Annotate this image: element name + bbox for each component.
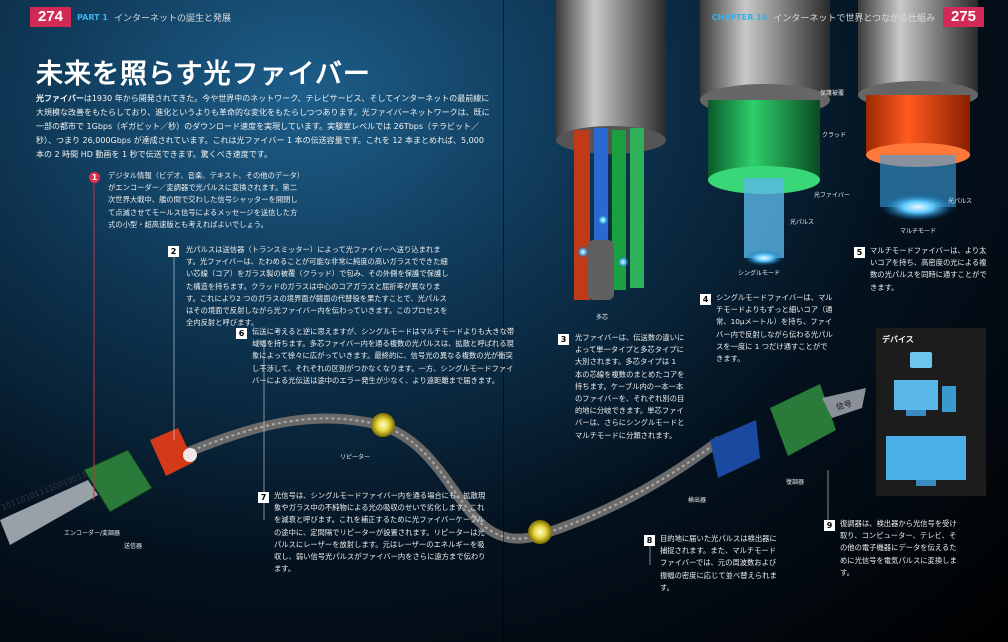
label-demodulator: 復調器	[786, 479, 805, 486]
television-icon	[886, 436, 966, 480]
step-number-9: 9	[824, 520, 835, 531]
left-running-title: インターネットの誕生と発展	[113, 13, 231, 24]
step-text-5: マルチモードファイバーは、より太いコアを持ち、高密度の光による複数の光パルスを同…	[870, 246, 987, 292]
multimode-cable-illustration	[858, 0, 978, 221]
step-text-1: デジタル情報（ビデオ、音楽、テキスト、その他のデータ）がエンコーダー／変調器で光…	[108, 171, 301, 229]
label-detector: 検出器	[688, 497, 707, 504]
part-label: PART 1	[77, 12, 108, 22]
label-singlemode: シングルモード	[738, 270, 781, 277]
label-protective: 保護被覆	[820, 90, 845, 97]
page-number-left: 274	[30, 7, 72, 27]
step-text-3: 光ファイバーは、伝送数の違いによって単一タイプと多芯タイプに大別されます。多芯タ…	[575, 333, 685, 440]
multicore-cable-illustration	[556, 0, 666, 300]
right-header: CHAPTER 16 インターネットで世界とつながる仕組み 275	[706, 7, 984, 27]
left-header: 274 PART 1 インターネットの誕生と発展	[30, 7, 231, 27]
label-pulse-multimode: 光パルス	[948, 198, 973, 205]
step-number-3: 3	[558, 334, 569, 345]
label-pulse: 光パルス	[790, 219, 815, 226]
label-multicore: 多芯	[596, 314, 609, 321]
laptop-icon	[910, 352, 932, 368]
step-text-4: シングルモードファイバーは、マルチモードよりもずっと細いコア（通常、10μメート…	[716, 293, 833, 364]
page-title: 未来を照らす光ファイバー	[36, 59, 371, 90]
tower-icon	[942, 386, 956, 412]
step-number-4: 4	[700, 294, 711, 305]
repeater-ball-1	[371, 413, 395, 437]
binary-arrow	[0, 480, 98, 545]
step-number-7: 7	[258, 492, 269, 503]
page-number-right: 275	[942, 7, 984, 27]
step-number-1: 1	[89, 172, 100, 183]
step-text-9: 復調器は、検出器から光信号を受け取り、コンピューター、テレビ、その他の電子機器に…	[840, 519, 957, 577]
singlemode-cable-illustration	[700, 0, 830, 266]
intro-lead: 光ファイバー	[36, 94, 84, 103]
transmitter-box	[150, 428, 194, 476]
chapter-label: CHAPTER 16	[711, 12, 768, 22]
intro-paragraph: 光ファイバーは1930 年から開発されてきた。今や世界中のネットワーク、テレビサ…	[36, 92, 492, 162]
detector-box	[710, 420, 760, 478]
label-repeater: リピーター	[340, 454, 371, 461]
label-fiber: 光ファイバー	[814, 192, 850, 199]
step-number-5: 5	[854, 247, 865, 258]
label-multimode: マルチモード	[900, 228, 937, 235]
label-cladding: クラッド	[822, 132, 847, 139]
step-text-8: 目的地に届いた光パルスは検出器に捕捉されます。また、マルチモードファイバーでは、…	[660, 534, 777, 592]
demodulator-box	[770, 384, 836, 456]
right-running-title: インターネットで世界とつながる仕組み	[773, 13, 935, 24]
step-text-2: 光パルスは送信器（トランスミッター）によって光ファイバーへ送り込まれます。光ファ…	[186, 245, 449, 328]
repeater-ball-2	[528, 520, 552, 544]
signal-arrow	[822, 388, 866, 418]
label-encoder: エンコーダー/変調器	[64, 530, 121, 537]
encoder-box	[83, 449, 153, 513]
step-number-6: 6	[236, 328, 247, 339]
devices-title: デバイス	[882, 335, 914, 344]
desktop-monitor-icon	[894, 380, 938, 410]
intro-text: は1930 年から開発されてきた。今や世界中のネットワーク、テレビサービス、そし…	[36, 94, 490, 159]
step-number-2: 2	[168, 246, 179, 257]
step-text-7: 光信号は、シングルモードファイバー内を通る場合にも、拡散現象やガラス中の不純物に…	[274, 491, 486, 574]
step-text-6: 伝送に考えると逆に思えますが、シングルモードはマルチモードよりも大きな帯域幅を持…	[252, 327, 515, 385]
step-number-8: 8	[644, 535, 655, 546]
label-transmitter: 送信器	[124, 543, 143, 550]
